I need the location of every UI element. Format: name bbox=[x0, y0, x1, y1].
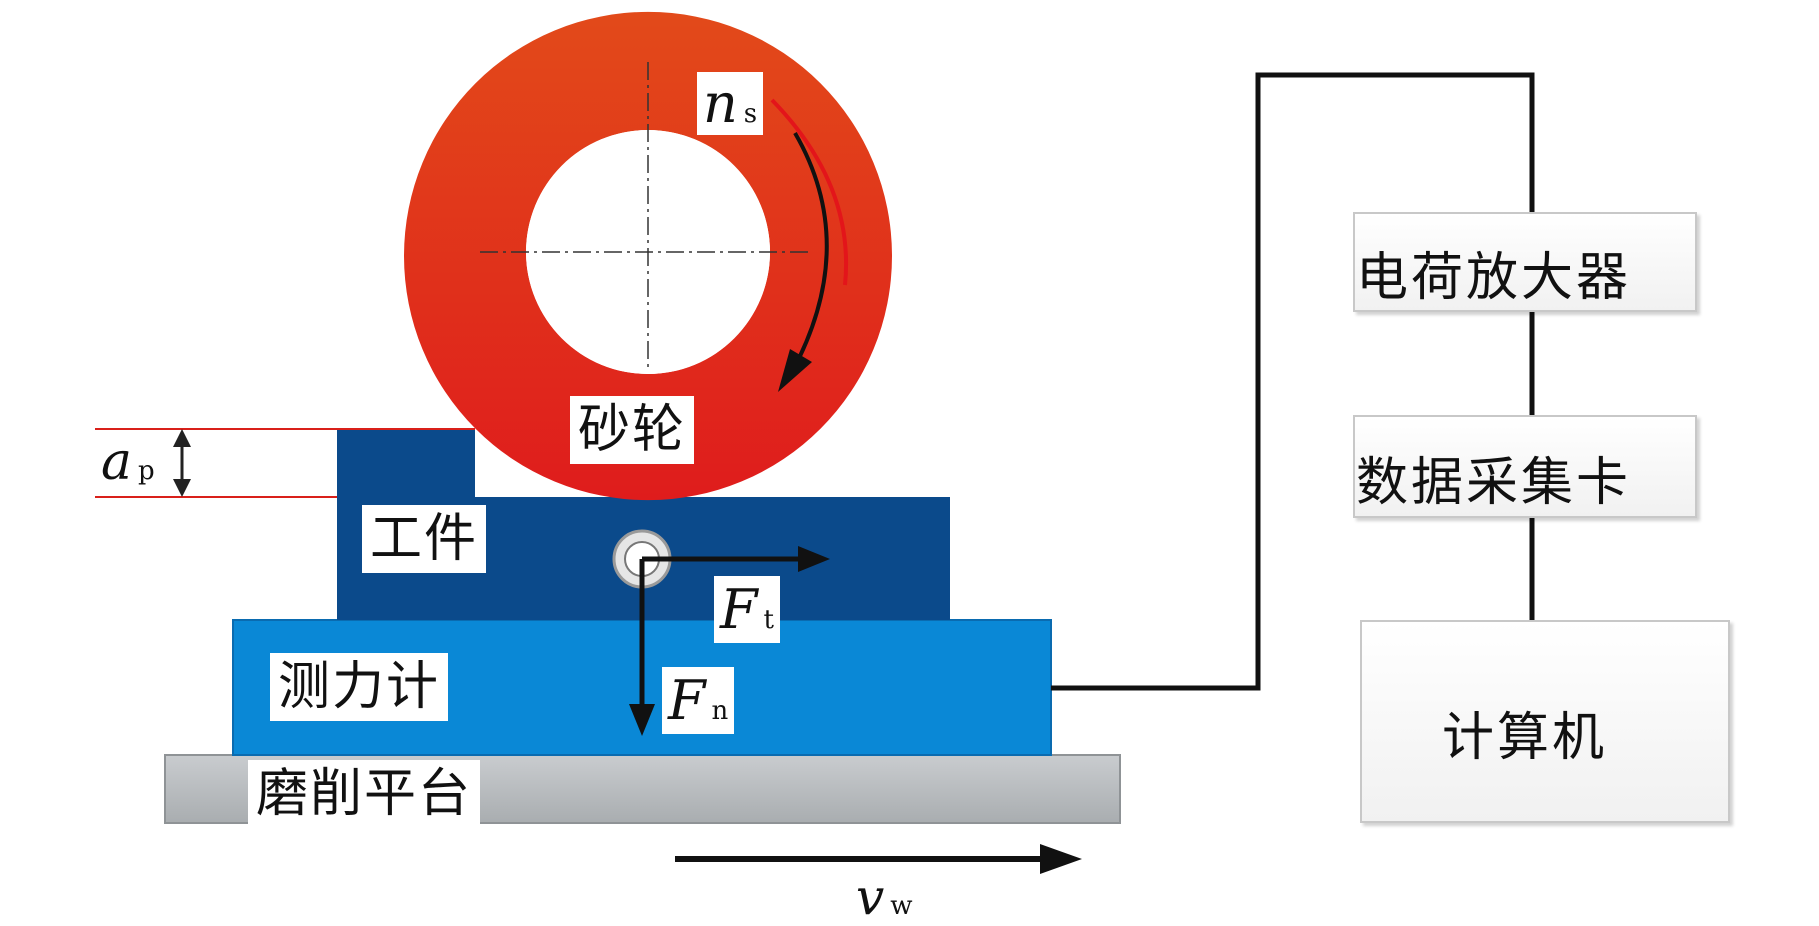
ft-sub: t bbox=[763, 605, 774, 635]
daq-card-box bbox=[1353, 415, 1697, 518]
ap-main: a bbox=[101, 432, 133, 492]
rotation-arrow-head bbox=[778, 349, 812, 392]
vw-main: v bbox=[856, 868, 885, 926]
workpiece bbox=[337, 429, 950, 620]
rotation-arrow-red bbox=[770, 98, 849, 286]
platform-label: 磨削平台 bbox=[248, 760, 481, 828]
fn-sub: n bbox=[711, 696, 729, 726]
computer-box bbox=[1360, 620, 1730, 823]
workpiece-label: 工件 bbox=[362, 505, 487, 573]
depth-arrow-head-up bbox=[173, 429, 191, 447]
depth-arrow-head-down bbox=[173, 479, 191, 497]
dynamometer-label: 测力计 bbox=[270, 653, 449, 721]
force-fn-arrow-head bbox=[629, 704, 655, 736]
signal-cable bbox=[1051, 72, 1535, 691]
grinding-wheel bbox=[403, 11, 893, 501]
ft-main: F bbox=[720, 578, 758, 641]
rotation-arrow-black bbox=[790, 131, 829, 373]
ns-main: n bbox=[703, 72, 738, 135]
force-ft-arrow-head bbox=[798, 546, 830, 572]
feed-arrow-head bbox=[1040, 844, 1082, 874]
ns-sub: s bbox=[743, 99, 758, 129]
daq-card-label: 数据采集卡 bbox=[1356, 453, 1632, 513]
ap-sub: p bbox=[138, 456, 155, 486]
vw-sub: w bbox=[890, 891, 913, 921]
computer-label: 计算机 bbox=[1442, 708, 1608, 768]
charge-amplifier-label: 电荷放大器 bbox=[1356, 248, 1632, 308]
fn-main: F bbox=[668, 669, 706, 732]
charge-amplifier-box bbox=[1353, 212, 1697, 312]
wheel-label: 砂轮 bbox=[570, 396, 695, 464]
